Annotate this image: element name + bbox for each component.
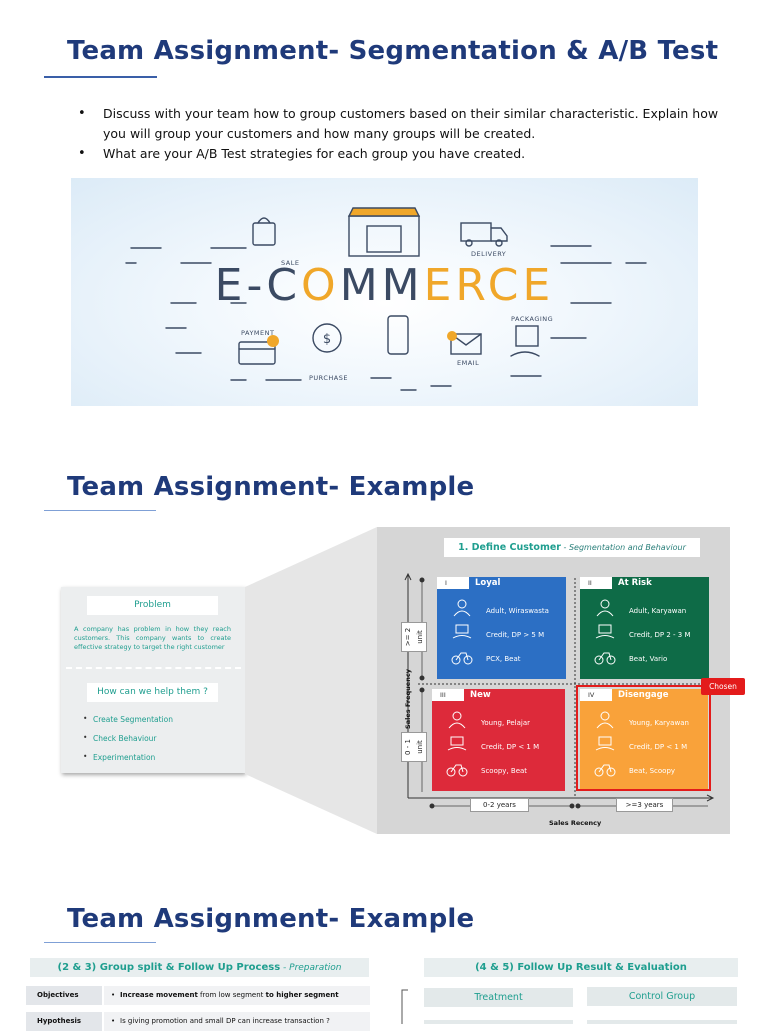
- group-split-title: (2 & 3) Group split & Follow Up Process: [57, 962, 281, 973]
- x-tick: >=3 years: [616, 798, 673, 812]
- banner-label-packaging: PACKAGING: [511, 315, 554, 323]
- quadrant-number: II: [580, 577, 612, 589]
- motorbike-icon: [594, 652, 616, 665]
- help-label: How can we help them ?: [87, 683, 218, 702]
- quadrant-new: III New Young, Pelajar Credit, DP < 1 M …: [432, 689, 565, 791]
- banner-label-payment: PAYMENT: [241, 329, 275, 337]
- group-split-header: (2 & 3) Group split & Follow Up Process …: [30, 958, 369, 977]
- title-underline: [44, 942, 156, 943]
- quadrant-product: Scoopy, Beat: [481, 767, 528, 775]
- ecommerce-banner: $ E-COMMERCE SALE DELIVERY PAYMENT PURCH…: [71, 178, 698, 406]
- help-item: Create Segmentation: [83, 714, 173, 724]
- money-hand-icon: [595, 624, 615, 639]
- objective-emphasis: to higher segment: [265, 991, 339, 999]
- bullet-item: What are your A/B Test strategies for ea…: [78, 144, 738, 164]
- quadrant-name: Disengage: [618, 690, 669, 700]
- chosen-highlight: [576, 685, 711, 791]
- control-group-pill: Control Group: [587, 987, 737, 1006]
- bullet-item: Discuss with your team how to group cust…: [78, 104, 738, 144]
- ecommerce-word-part: O: [301, 260, 340, 311]
- help-item: Check Behaviour: [83, 733, 156, 743]
- quadrant-product: Beat, Scoopy: [629, 767, 676, 775]
- define-title: 1. Define Customer: [458, 542, 561, 553]
- quadrant-payment: Credit, DP < 1 M: [481, 743, 540, 751]
- objective-text: from low segment: [197, 991, 266, 999]
- ecommerce-word-part: E-C: [214, 260, 302, 311]
- zoom-funnel: [245, 527, 377, 834]
- assignment-bullets: Discuss with your team how to group cust…: [78, 104, 738, 164]
- define-customer-header: 1. Define Customer - Segmentation and Be…: [444, 538, 700, 557]
- ecommerce-illustration: $: [125, 207, 647, 391]
- money-hand-icon: [595, 736, 615, 751]
- quadrant-name: New: [470, 690, 491, 700]
- x-axis-label: Sales Recency: [549, 819, 602, 827]
- quadrant-at-risk: II At Risk Adult, Karyawan Credit, DP 2 …: [580, 577, 709, 679]
- quadrant-disengage: IV Disengage Young, Karyawan Credit, DP …: [580, 689, 708, 791]
- row-label-hypothesis: Hypothesis: [26, 1012, 102, 1031]
- bracket: [401, 989, 408, 1024]
- x-tick: 0-2 years: [470, 798, 529, 812]
- quadrant-number: I: [437, 577, 469, 589]
- quadrant-demographic: Young, Karyawan: [629, 719, 689, 727]
- banner-label-sale: SALE: [281, 259, 300, 267]
- person-icon: [453, 599, 471, 617]
- quadrant-demographic: Adult, Wiraswasta: [486, 607, 549, 615]
- slide2-title: Team Assignment- Example: [67, 472, 475, 502]
- quadrant-payment: Credit, DP > 5 M: [486, 631, 545, 639]
- row-value-objectives: Increase movement from low segment to hi…: [104, 986, 370, 1005]
- quadrant-loyal: I Loyal Adult, Wiraswasta Credit, DP > 5…: [437, 577, 566, 679]
- follow-up-header: (4 & 5) Follow Up Result & Evaluation: [424, 958, 738, 977]
- motorbike-icon: [446, 764, 468, 777]
- ecommerce-word-part: ERCE: [423, 260, 555, 311]
- row-label-objectives: Objectives: [26, 986, 102, 1005]
- problem-text: A company has problem in how they reach …: [74, 625, 231, 651]
- problem-label: Problem: [87, 596, 218, 615]
- quadrant-product: Beat, Vario: [629, 655, 668, 663]
- person-icon: [448, 711, 466, 729]
- quadrant-number: III: [432, 689, 464, 701]
- quadrant-number: IV: [580, 689, 612, 701]
- title-underline: [44, 76, 157, 78]
- banner-label-email: EMAIL: [457, 359, 480, 367]
- row-value-hypothesis: Is giving promotion and small DP can inc…: [104, 1012, 370, 1031]
- quadrant-demographic: Young, Pelajar: [481, 719, 531, 727]
- y-axis-label: Sales Frequency: [404, 669, 412, 729]
- quadrant-demographic: Adult, Karyawan: [629, 607, 687, 615]
- divider: [66, 667, 241, 669]
- quadrant-payment: Credit, DP < 1 M: [629, 743, 688, 751]
- motorbike-icon: [451, 652, 473, 665]
- treatment-pill: Treatment: [424, 988, 573, 1007]
- slide3-title: Team Assignment- Example: [67, 904, 475, 934]
- motorbike-icon: [594, 764, 616, 777]
- banner-label-delivery: DELIVERY: [471, 250, 507, 258]
- quadrant-name: At Risk: [618, 578, 652, 588]
- ecommerce-word: E-COMMERCE: [71, 260, 698, 311]
- y-tick: 0 - 1 unit: [401, 732, 427, 762]
- group-split-subtitle: - Preparation: [280, 963, 342, 973]
- quadrant-product: PCX, Beat: [486, 655, 521, 663]
- help-item: Experimentation: [83, 752, 155, 762]
- ecommerce-word-part: MM: [339, 260, 424, 311]
- define-subtitle: - Segmentation and Behaviour: [560, 543, 686, 552]
- money-hand-icon: [452, 624, 472, 639]
- money-hand-icon: [447, 736, 467, 751]
- quadrant-name: Loyal: [475, 578, 501, 588]
- treatment-box: [424, 1020, 573, 1024]
- y-tick: >= 2 unit: [401, 622, 427, 652]
- svg-text:$: $: [323, 332, 331, 347]
- slide1-title: Team Assignment- Segmentation & A/B Test: [67, 36, 719, 66]
- chosen-badge: Chosen: [701, 678, 745, 695]
- control-box: [587, 1020, 737, 1024]
- person-icon: [596, 711, 614, 729]
- quadrant-payment: Credit, DP 2 - 3 M: [629, 631, 691, 639]
- person-icon: [596, 599, 614, 617]
- objective-emphasis: Increase movement: [120, 991, 198, 999]
- banner-label-purchase: PURCHASE: [309, 374, 348, 382]
- title-underline: [44, 510, 156, 511]
